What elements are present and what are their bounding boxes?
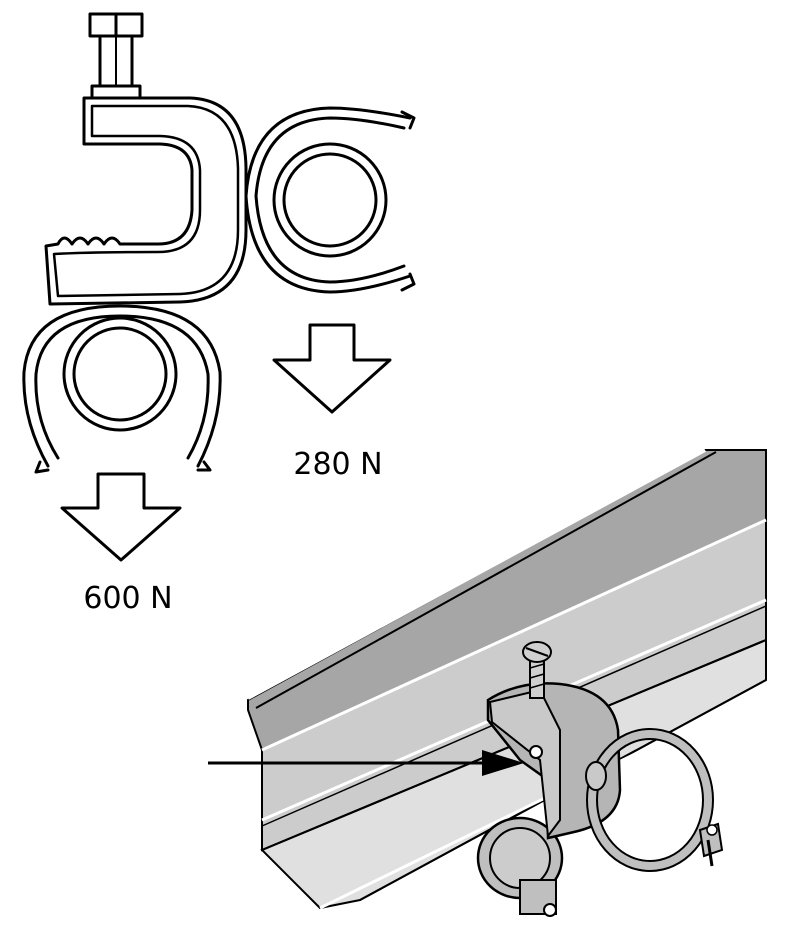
screw-icon <box>522 641 552 699</box>
beam-clamp-section: 280 N 600 N <box>22 12 416 616</box>
lower-load-label: 600 N <box>83 581 172 616</box>
pointer-arrow-icon <box>208 750 524 776</box>
clamp-body-outline <box>44 96 248 306</box>
rail-illustration <box>208 448 767 917</box>
pipe-clip-bottom <box>22 304 222 474</box>
down-arrow-icon <box>272 323 392 414</box>
pipe-clip-right <box>244 106 416 294</box>
pipe-clip-lower <box>476 816 564 917</box>
pipe-ring-right <box>585 728 724 872</box>
screw-icon <box>88 12 144 100</box>
down-arrow-icon <box>60 472 182 562</box>
upper-load-label: 280 N <box>293 447 382 482</box>
